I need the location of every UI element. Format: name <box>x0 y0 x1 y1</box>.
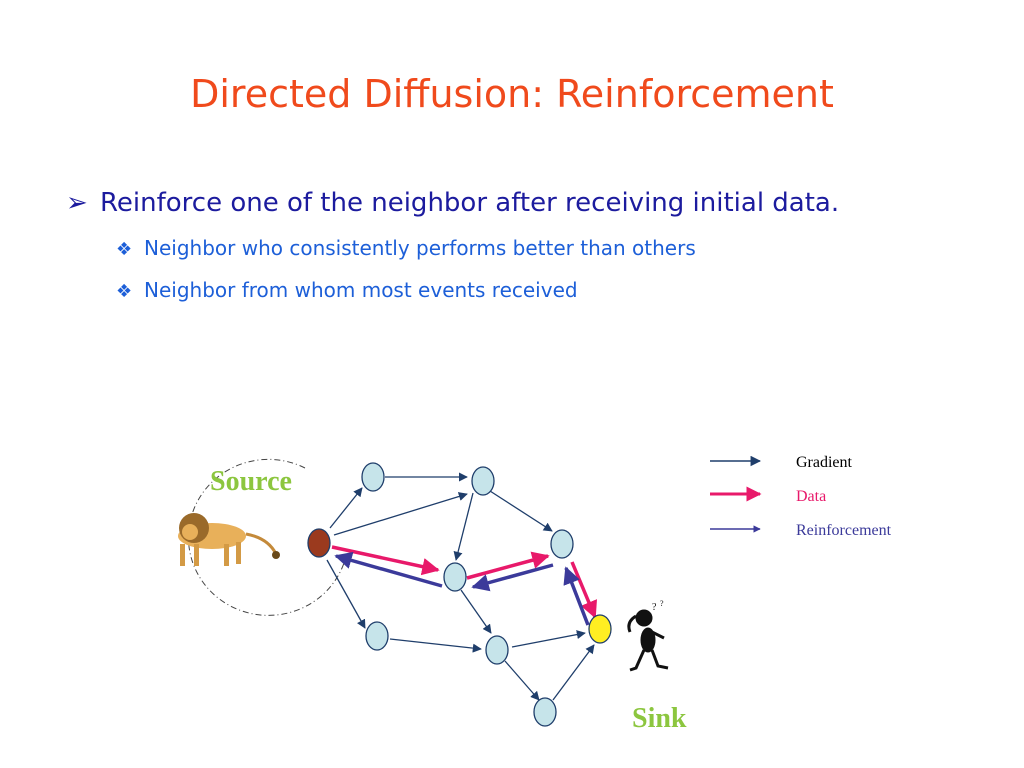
legend: Gradient Data Reinforcement <box>710 454 892 539</box>
bullet-main-text: Reinforce one of the neighbor after rece… <box>100 188 840 218</box>
lion-icon <box>178 513 280 566</box>
sub-bullet: ❖ Neighbor who consistently performs bett… <box>116 236 696 260</box>
sub-bullet: ❖ Neighbor from whom most events received <box>116 278 578 302</box>
network-node <box>550 529 574 559</box>
arrow-bullet-icon: ➢ <box>66 188 88 218</box>
sub-bullet-text: Neighbor who consistently performs bette… <box>144 236 696 260</box>
legend-label-gradient: Gradient <box>796 454 853 471</box>
svg-text:?: ? <box>660 599 664 608</box>
network-node <box>533 697 557 727</box>
diamond-bullet-icon: ❖ <box>116 239 133 260</box>
source-region-outline <box>187 458 346 616</box>
network-node <box>361 462 385 492</box>
network-node <box>365 621 389 651</box>
diamond-bullet-icon: ❖ <box>116 281 133 302</box>
slide-title: Directed Diffusion: Reinforcement <box>190 72 834 116</box>
network-nodes <box>307 462 612 727</box>
sink-label: Sink <box>632 703 687 734</box>
gradient-edges <box>326 472 595 701</box>
sink-node <box>588 614 612 644</box>
network-node <box>443 562 467 592</box>
svg-text:?: ? <box>652 602 657 613</box>
bullet-main: ➢ Reinforce one of the neighbor after rec… <box>66 188 839 218</box>
network-node <box>485 635 509 665</box>
sub-bullet-text: Neighbor from whom most events received <box>144 278 578 302</box>
source-node <box>307 528 331 558</box>
source-label: Source <box>210 466 292 497</box>
legend-label-data: Data <box>796 488 826 505</box>
legend-label-reinforcement: Reinforcement <box>796 522 892 539</box>
reinforcement-edges <box>334 551 590 626</box>
network-node <box>471 466 495 496</box>
thinking-person-icon: ? ? <box>627 599 669 672</box>
